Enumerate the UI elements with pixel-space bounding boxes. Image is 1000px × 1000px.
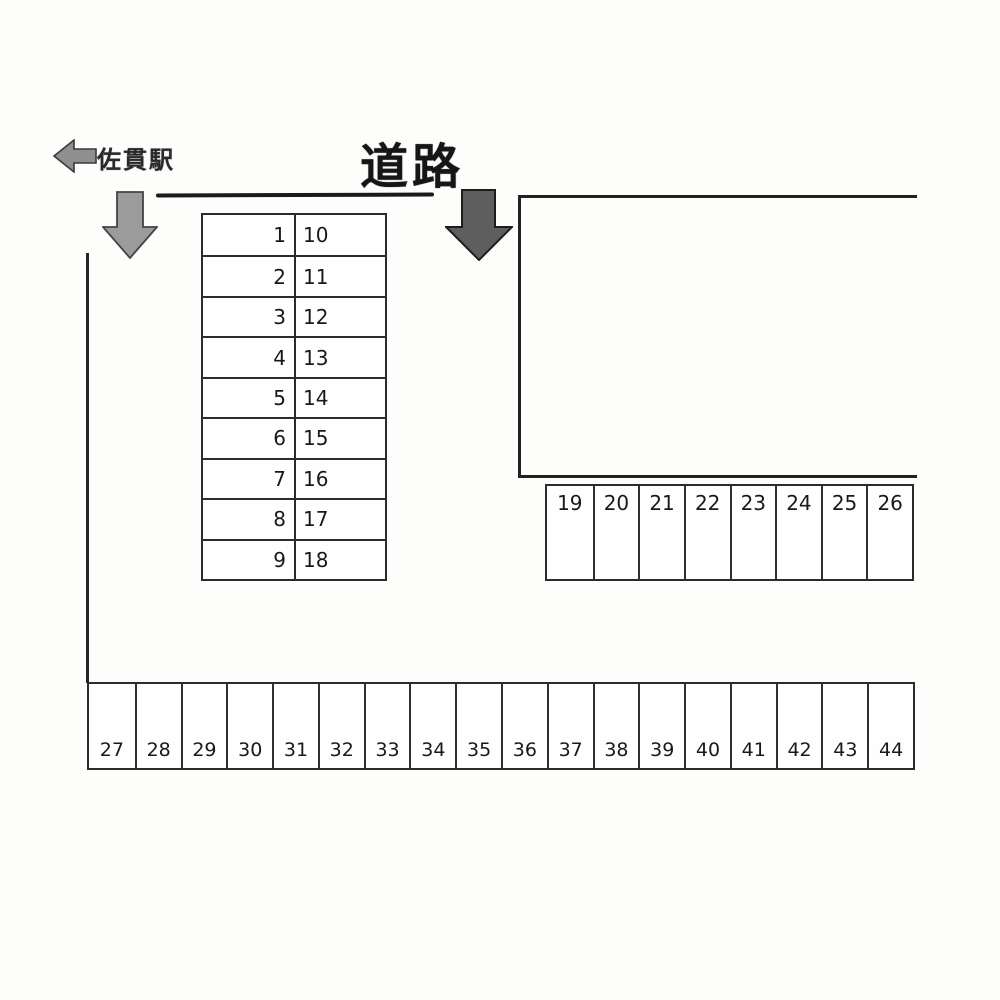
space-cell-35: 35 [455,684,501,768]
space-cell-11: 11 [303,264,329,289]
space-cell-1: 1 [203,215,296,256]
parking-block-a: 1 10 2 11 3 12 4 13 5 14 6 15 7 16 8 17 [201,213,387,581]
table-row: 6 15 [203,417,385,458]
space-cell-40: 40 [684,684,730,768]
table-row: 3 12 [203,295,385,337]
space-cell-27: 27 [99,739,124,761]
space-cell-39: 39 [638,684,684,768]
table-row: 7 16 [203,457,385,499]
table-row: 8 17 [203,498,385,539]
arrow-left-icon [53,139,97,173]
space-cell-12: 12 [303,305,329,330]
space-cell-43: 43 [821,684,867,768]
parking-block-b: 19 20 21 22 23 24 25 26 [545,484,914,581]
parking-block-c: 27 28 29 30 31 32 33 34 35 36 37 38 39 4… [87,682,915,770]
building-outline [518,195,917,478]
space-cell-23: 23 [729,486,776,579]
space-cell-28: 28 [134,684,181,768]
space-cell-30: 30 [226,684,272,768]
table-row: 1 10 [203,215,385,256]
boundary-line [86,253,89,683]
space-cell-33: 33 [363,684,410,768]
table-row: 4 13 [203,336,385,377]
space-cell-20: 20 [592,486,639,579]
table-row: 2 11 [203,255,385,296]
space-cell-31: 31 [272,684,318,768]
space-cell-37: 37 [546,684,593,768]
space-cell-42: 42 [775,684,822,768]
space-cell-9: 9 [203,540,296,579]
space-cell-38: 38 [592,684,639,768]
table-row: 5 14 [203,376,385,418]
space-cell-5: 5 [203,378,296,418]
space-cell-3: 3 [203,297,296,337]
space-cell-36: 36 [501,684,547,768]
space-cell-41: 41 [729,684,776,768]
space-cell-14: 14 [303,385,329,410]
space-cell-29: 29 [180,684,227,768]
space-cell-15: 15 [303,426,329,451]
space-cell-4: 4 [203,338,296,377]
table-row: 9 18 [203,538,385,579]
space-cell-13: 13 [303,345,329,370]
space-cell-26: 26 [866,486,912,579]
space-cell-22: 22 [683,486,730,579]
station-label: 佐貫駅 [97,146,175,174]
space-cell-6: 6 [203,419,296,458]
space-cell-34: 34 [409,684,455,768]
arrow-down-icon [102,191,158,259]
space-cell-19: 19 [557,491,583,515]
space-cell-25: 25 [820,486,867,579]
space-cell-10: 10 [303,223,329,248]
space-cell-24: 24 [775,486,821,579]
space-cell-16: 16 [303,466,329,491]
space-cell-7: 7 [203,459,296,499]
space-cell-32: 32 [317,684,364,768]
road-label: 道路 [360,139,465,195]
space-cell-44: 44 [867,684,913,768]
space-cell-21: 21 [638,486,684,579]
space-cell-8: 8 [203,500,296,539]
space-cell-17: 17 [303,507,329,532]
space-cell-18: 18 [303,547,329,572]
arrow-down-icon [445,189,513,261]
space-cell-2: 2 [203,257,296,296]
